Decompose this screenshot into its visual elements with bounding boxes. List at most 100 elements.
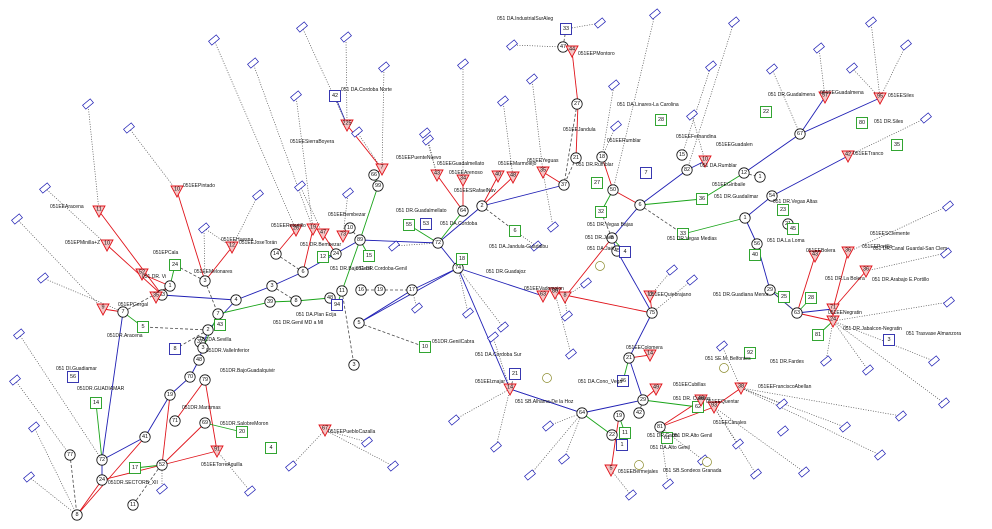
demand-node-blue[interactable]: 46	[617, 375, 629, 387]
reservoir-node[interactable]: 46	[694, 394, 708, 407]
reservoir-node[interactable]: 52	[135, 268, 149, 281]
junction-node[interactable]: 24	[96, 474, 108, 486]
junction-node[interactable]: 1	[739, 212, 751, 224]
junction-node[interactable]: 19	[374, 284, 386, 296]
junction-node[interactable]: 11	[336, 285, 348, 297]
junction-node[interactable]: 56	[751, 238, 763, 250]
reservoir-node[interactable]: 48	[506, 171, 520, 184]
reservoir-node[interactable]: 19	[306, 223, 320, 236]
demand-node-green[interactable]: 15	[363, 250, 375, 262]
junction-node[interactable]: 82	[681, 164, 693, 176]
demand-node-blue[interactable]: 7	[640, 167, 652, 179]
reservoir-node[interactable]: 24	[826, 315, 840, 328]
junction-node[interactable]: 12	[738, 167, 750, 179]
junction-node[interactable]: 11	[127, 499, 139, 511]
demand-node-green[interactable]: 10	[419, 341, 431, 353]
reservoir-node[interactable]: 9	[96, 303, 110, 316]
reservoir-node[interactable]: 225	[340, 119, 354, 132]
reservoir-node[interactable]: 44	[565, 45, 579, 58]
junction-node[interactable]: 72	[96, 454, 108, 466]
junction-node[interactable]: 3	[199, 275, 211, 287]
demand-node-green[interactable]: 35	[891, 139, 903, 151]
demand-node-blue[interactable]: 8	[169, 343, 181, 355]
junction-node[interactable]: 3	[197, 342, 209, 354]
reservoir-node[interactable]: 67	[318, 424, 332, 437]
reservoir-node[interactable]: 86	[548, 287, 562, 300]
demand-node-blue[interactable]: 3	[883, 334, 895, 346]
reservoir-node[interactable]: 49	[649, 383, 663, 396]
demand-node-green[interactable]: 33	[677, 228, 689, 240]
junction-node[interactable]: 64	[457, 205, 469, 217]
junction-node[interactable]: 67	[794, 128, 806, 140]
reservoir-node[interactable]: 43	[808, 250, 822, 263]
junction-node[interactable]: 71	[169, 415, 181, 427]
junction-node[interactable]: 3	[348, 359, 360, 371]
junction-node[interactable]: 27	[571, 98, 583, 110]
reservoir-node[interactable]: 11	[92, 205, 106, 218]
junction-node[interactable]: 16	[355, 284, 367, 296]
reservoir-node[interactable]: 14	[643, 349, 657, 362]
junction-node[interactable]: 4	[230, 294, 242, 306]
demand-node-green[interactable]: 28	[655, 114, 667, 126]
demand-node-green[interactable]: 22	[760, 106, 772, 118]
reservoir-node[interactable]: 40	[491, 170, 505, 183]
reservoir-node[interactable]: 14	[503, 383, 517, 396]
junction-node[interactable]: 8	[71, 509, 83, 521]
reservoir-node[interactable]: 10	[100, 239, 114, 252]
demand-node-green[interactable]: 6	[509, 225, 521, 237]
demand-node-green[interactable]: 62	[692, 401, 704, 413]
junction-node[interactable]: 89	[354, 234, 366, 246]
junction-node[interactable]: 5	[353, 317, 365, 329]
demand-node-green[interactable]: 43	[214, 319, 226, 331]
reservoir-node[interactable]: 35	[149, 291, 163, 304]
junction-node[interactable]: 81	[654, 421, 666, 433]
junction-node[interactable]: 19	[613, 410, 625, 422]
reservoir-node[interactable]: 7	[375, 163, 389, 176]
junction-node[interactable]: 18	[596, 151, 608, 163]
demand-node-blue[interactable]: 4	[619, 246, 631, 258]
reservoir-node[interactable]: 63	[536, 290, 550, 303]
demand-node-blue[interactable]: 42	[329, 90, 341, 102]
reservoir-node[interactable]: 10	[698, 155, 712, 168]
junction-node[interactable]: 7	[212, 308, 224, 320]
junction-node[interactable]: 21	[623, 352, 635, 364]
demand-node-green[interactable]: 55	[403, 219, 415, 231]
junction-node[interactable]: 39	[264, 296, 276, 308]
junction-node[interactable]: 41	[139, 431, 151, 443]
demand-node-green[interactable]: 45	[787, 223, 799, 235]
demand-node-blue[interactable]: 53	[420, 218, 432, 230]
junction-node[interactable]: 63	[791, 307, 803, 319]
demand-node-green[interactable]: 25	[778, 291, 790, 303]
junction-node[interactable]: 6	[634, 199, 646, 211]
demand-node-green[interactable]: 20	[236, 426, 248, 438]
demand-node-blue[interactable]: 1	[616, 439, 628, 451]
junction-node[interactable]: 77	[64, 449, 76, 461]
demand-node-green[interactable]: 14	[90, 397, 102, 409]
junction-node[interactable]: 29	[764, 284, 776, 296]
reservoir-node[interactable]: 34	[456, 174, 470, 187]
reservoir-node[interactable]: 10	[170, 185, 184, 198]
reservoir-node[interactable]: 11	[643, 290, 657, 303]
junction-node[interactable]: 1	[164, 280, 176, 292]
demand-node-green[interactable]: 27	[591, 177, 603, 189]
reservoir-node[interactable]: 73	[336, 230, 350, 243]
demand-node-green[interactable]: 92	[744, 347, 756, 359]
demand-node-green[interactable]: 24	[169, 259, 181, 271]
reservoir-node[interactable]: 36	[859, 265, 873, 278]
demand-node-green[interactable]: 23	[777, 204, 789, 216]
junction-node[interactable]: 2	[202, 324, 214, 336]
junction-node[interactable]: 69	[199, 417, 211, 429]
demand-node-blue[interactable]: 56	[67, 371, 79, 383]
reservoir-node[interactable]: 93	[707, 401, 721, 414]
reservoir-node[interactable]: 12	[225, 241, 239, 254]
junction-node[interactable]: 72	[432, 237, 444, 249]
demand-node-green[interactable]: 61	[661, 432, 673, 444]
reservoir-node[interactable]: 42	[841, 150, 855, 163]
reservoir-node[interactable]: 57	[818, 91, 832, 104]
junction-node[interactable]: 29	[637, 394, 649, 406]
junction-node[interactable]: 42	[633, 407, 645, 419]
demand-node-green[interactable]: 81	[812, 329, 824, 341]
demand-node-green[interactable]: 32	[595, 206, 607, 218]
reservoir-node[interactable]: 43	[430, 169, 444, 182]
demand-node-green[interactable]: 5	[137, 321, 149, 333]
